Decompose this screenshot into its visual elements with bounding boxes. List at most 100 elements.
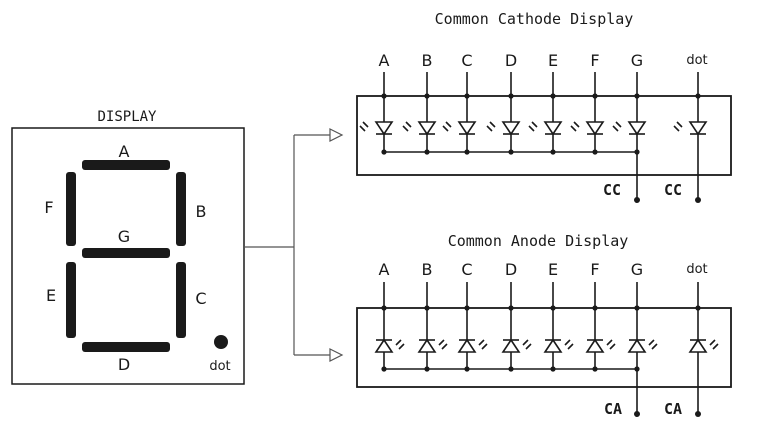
anode-led-g xyxy=(627,282,658,372)
anode-emit-arrows xyxy=(648,339,658,350)
cathode-pin-junction xyxy=(695,93,701,99)
cathode-pin-junction xyxy=(634,93,640,99)
cathode-led-d xyxy=(486,72,521,155)
cathode-diode-triangle xyxy=(585,121,605,136)
anode-pin-junction xyxy=(695,305,701,311)
cathode-bus-junction xyxy=(381,149,387,155)
anode-pin-d: D xyxy=(505,260,517,279)
segment-d xyxy=(82,342,170,352)
anode-pin-junction xyxy=(464,305,470,311)
anode-pin-junction xyxy=(592,305,598,311)
cathode-bus-junction xyxy=(592,149,598,155)
segment-f xyxy=(66,172,76,246)
cathode-frame xyxy=(356,95,732,176)
cathode-diode-triangle xyxy=(688,121,708,136)
anode-diode-triangle xyxy=(457,338,477,353)
cathode-pin-c: C xyxy=(461,51,472,70)
anode-emit-arrows xyxy=(478,339,488,350)
anode-pin-b: B xyxy=(422,260,433,279)
anode-bus-junction xyxy=(464,366,470,372)
cathode-title: Common Cathode Display xyxy=(435,10,634,28)
anode-diode-triangle xyxy=(374,338,394,353)
anode-pin-f: F xyxy=(590,260,599,279)
cathode-led-f xyxy=(570,72,605,155)
anode-diode-triangle xyxy=(543,338,563,353)
cathode-pin-dot: dot xyxy=(686,53,707,68)
cathode-diode-triangle xyxy=(627,121,647,136)
cathode-emit-arrows xyxy=(402,121,412,132)
anode-pin-c: C xyxy=(461,260,472,279)
cathode-diode-triangle xyxy=(457,121,477,136)
cathode-emit-arrows xyxy=(442,121,452,132)
anode-emit-arrows xyxy=(522,339,532,350)
anode-dot-common-label: CA xyxy=(664,400,682,418)
cathode-diode-triangle xyxy=(543,121,563,136)
segment-c xyxy=(176,262,186,338)
anode-dot-common-terminal xyxy=(695,411,701,417)
anode-bus-junction xyxy=(381,366,387,372)
cathode-bus-junction xyxy=(634,149,640,155)
cathode-pin-e: E xyxy=(548,51,558,70)
anode-emit-arrows xyxy=(709,339,719,350)
segment-dot xyxy=(214,335,228,349)
anode-pin-a: A xyxy=(379,260,390,279)
anode-pin-dot: dot xyxy=(686,262,707,277)
anode-emit-arrows xyxy=(606,339,616,350)
segment-label-a: A xyxy=(119,142,130,161)
anode-diode-triangle xyxy=(585,338,605,353)
anode-led-dot xyxy=(688,282,719,356)
cathode-diodes xyxy=(359,72,708,155)
segment-label-e: E xyxy=(46,286,56,305)
cathode-led-a xyxy=(359,72,394,155)
connector-arrows xyxy=(244,128,344,362)
cathode-pin-junction xyxy=(592,93,598,99)
anode-pin-junction xyxy=(508,305,514,311)
segment-b xyxy=(176,172,186,246)
cathode-dot-common-label: CC xyxy=(664,181,682,199)
anode-title: Common Anode Display xyxy=(448,232,629,250)
anode-bus-junction xyxy=(634,366,640,372)
cathode-pin-f: F xyxy=(590,51,599,70)
cathode-pin-junction xyxy=(424,93,430,99)
segment-a xyxy=(82,160,170,170)
segment-label-dot: dot xyxy=(209,359,230,374)
cathode-emit-arrows xyxy=(673,121,683,132)
segment-label-d: D xyxy=(118,355,130,374)
anode-diode-triangle xyxy=(417,338,437,353)
cathode-bus-junction xyxy=(550,149,556,155)
anode-led-d xyxy=(501,282,532,372)
anode-pin-g: G xyxy=(631,260,643,279)
anode-bus-junction xyxy=(508,366,514,372)
common-cathode-circuit: Common Cathode Display CC CC A B C D E F… xyxy=(356,10,732,203)
anode-emit-arrows xyxy=(564,339,574,350)
segment-g xyxy=(82,248,170,258)
cathode-dot-common-terminal xyxy=(695,197,701,203)
cathode-diode-triangle xyxy=(501,121,521,136)
segment-label-b: B xyxy=(196,202,207,221)
anode-bus-junction xyxy=(424,366,430,372)
cathode-bus-junction xyxy=(464,149,470,155)
cathode-pin-junction xyxy=(464,93,470,99)
arrow-to-anode xyxy=(329,348,344,362)
anode-common-terminal xyxy=(634,411,640,417)
cathode-common-label: CC xyxy=(603,181,621,199)
cathode-emit-arrows xyxy=(570,121,580,132)
anode-led-b xyxy=(417,282,448,372)
segment-e xyxy=(66,262,76,338)
segment-label-c: C xyxy=(195,289,206,308)
anode-bus-junction xyxy=(550,366,556,372)
anode-emit-arrows xyxy=(438,339,448,350)
anode-led-e xyxy=(543,282,574,372)
cathode-led-dot xyxy=(673,72,708,140)
anode-pin-e: E xyxy=(548,260,558,279)
display-title: DISPLAY xyxy=(97,109,157,125)
anode-diode-triangle xyxy=(688,338,708,353)
anode-pin-junction xyxy=(550,305,556,311)
cathode-diode-triangle xyxy=(374,121,394,136)
arrow-to-cathode xyxy=(329,128,344,142)
cathode-pin-d: D xyxy=(505,51,517,70)
cathode-pin-g: G xyxy=(631,51,643,70)
cathode-pin-junction xyxy=(550,93,556,99)
cathode-pin-b: B xyxy=(422,51,433,70)
